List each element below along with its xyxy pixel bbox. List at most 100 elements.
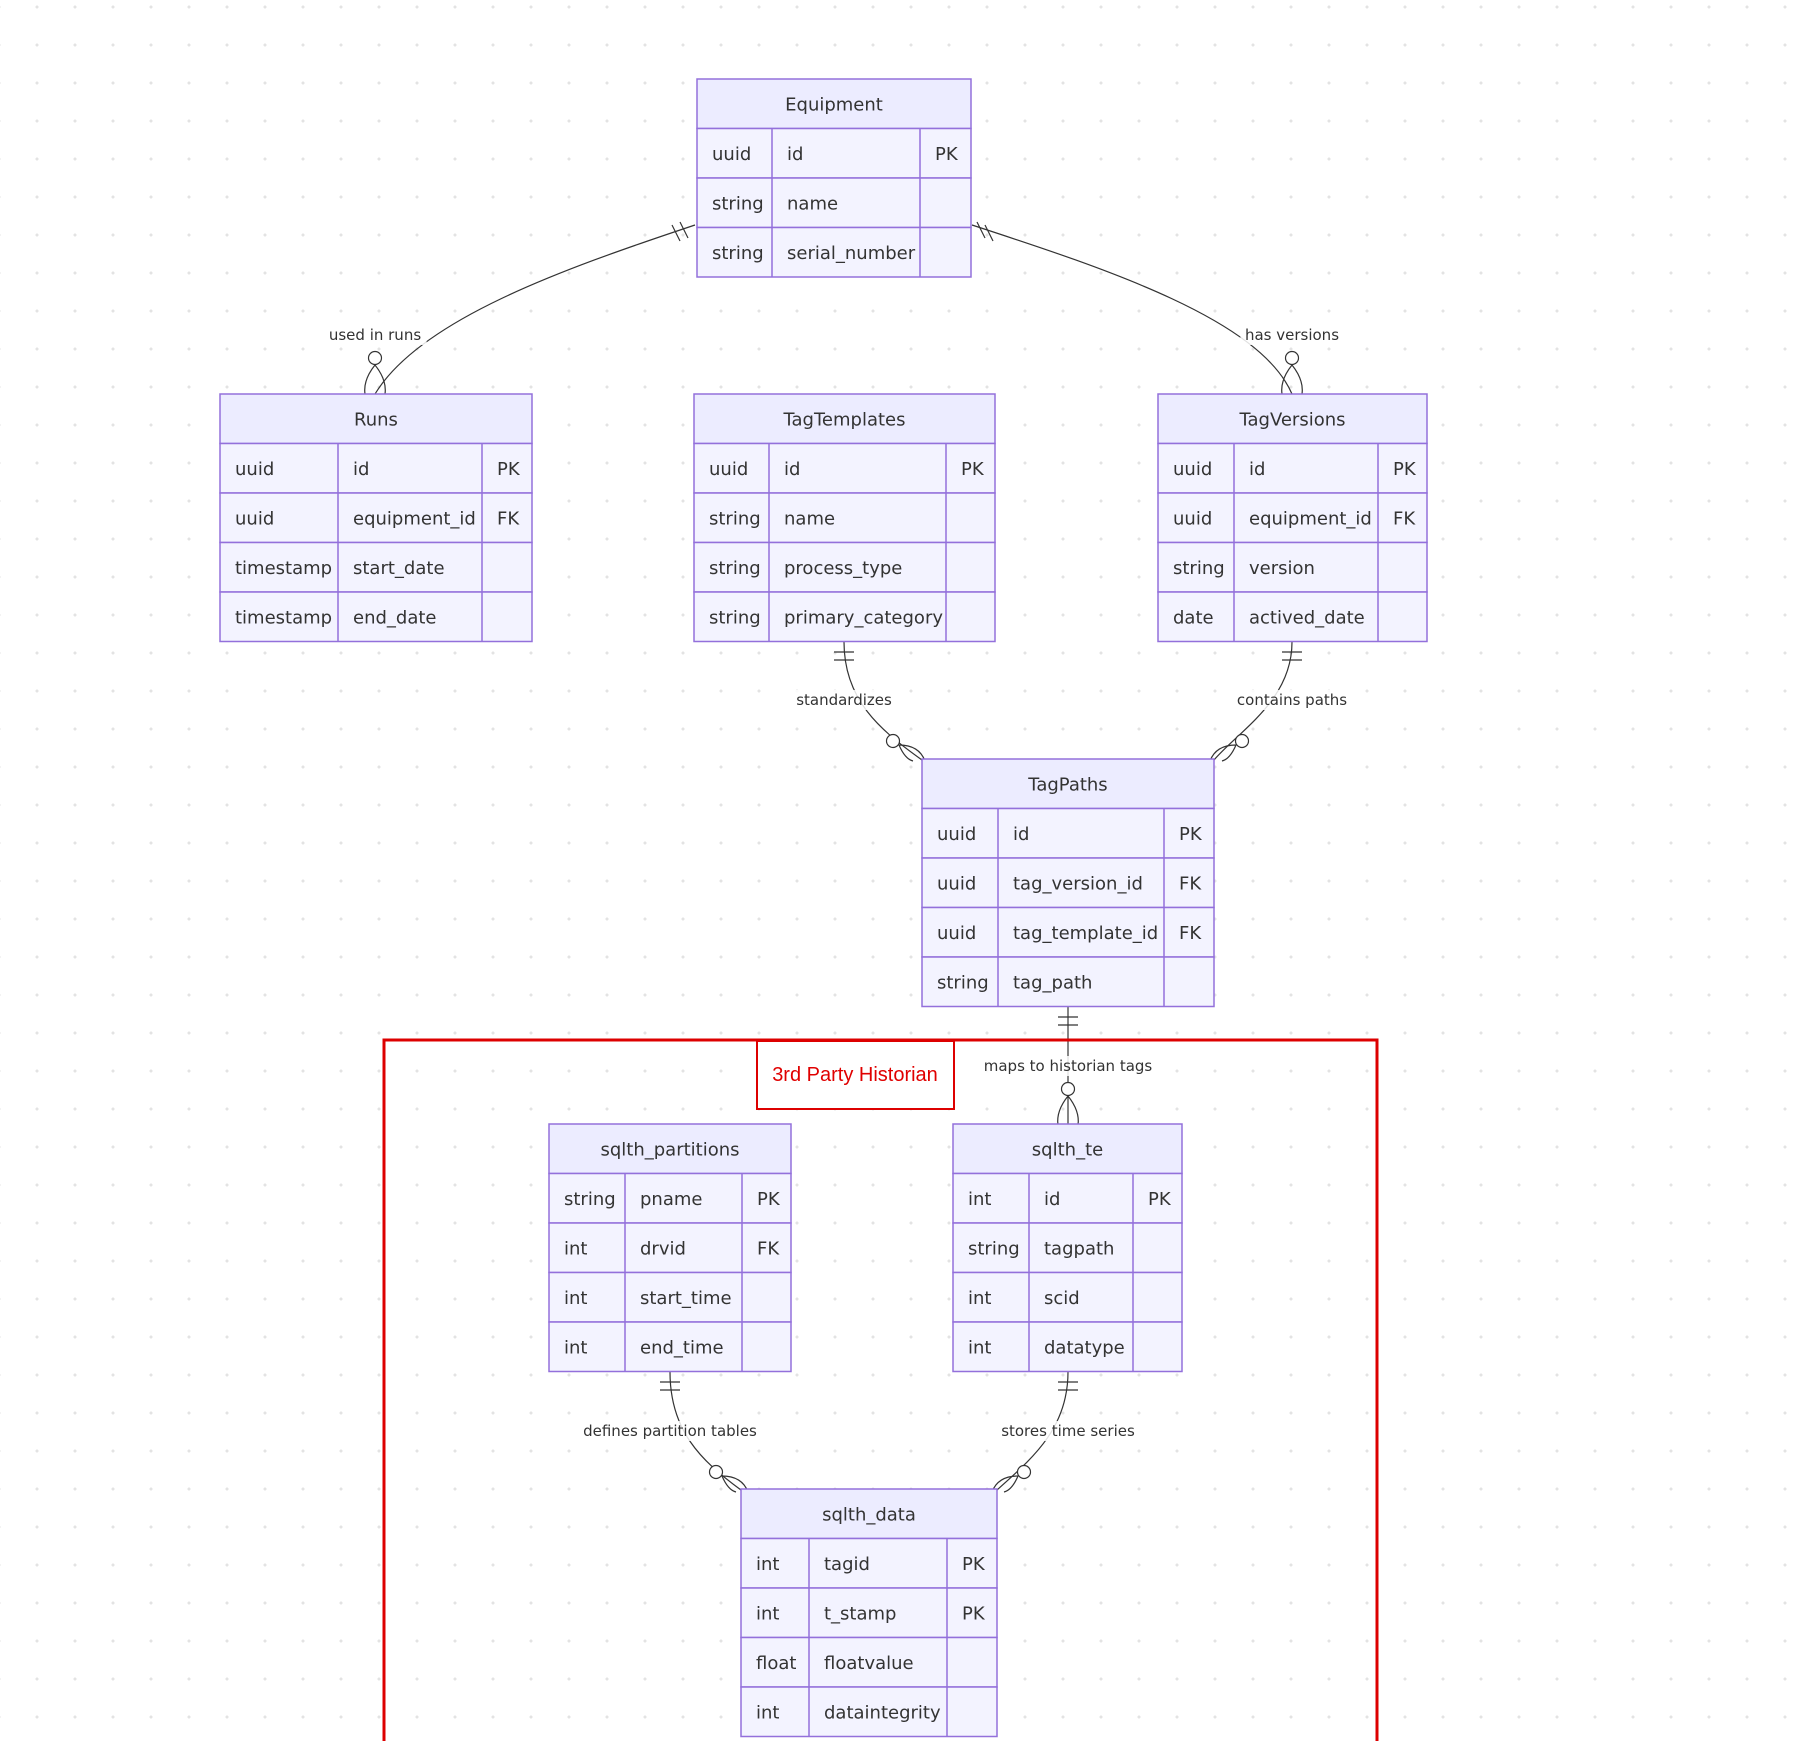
attribute-name: start_date <box>353 558 445 579</box>
relationship-equipment-runs <box>364 221 696 395</box>
attribute-type: int <box>564 1288 587 1309</box>
cardinality-zero-mark <box>1284 350 1300 366</box>
relationship-label-sqlth_partitions-sqlth_data: defines partition tables <box>569 1421 771 1441</box>
attribute-type: timestamp <box>235 607 332 628</box>
cardinality-zero-mark <box>1060 1081 1076 1097</box>
cardinality-zero-mark <box>367 350 383 366</box>
attribute-name: id <box>787 144 803 165</box>
attribute-name: datatype <box>1044 1337 1125 1358</box>
attribute-key: PK <box>935 144 959 165</box>
attribute-name: process_type <box>784 558 902 579</box>
attribute-row <box>693 541 996 593</box>
attribute-type: uuid <box>235 508 274 529</box>
attribute-row <box>548 1172 792 1224</box>
attribute-key: FK <box>497 508 520 529</box>
relationship-label-sqlth_te-sqlth_data: stores time series <box>992 1421 1144 1441</box>
relationship-label-equipment-tagversions: has versions <box>1240 325 1344 345</box>
relationship-line <box>669 1371 742 1491</box>
attribute-name: end_date <box>353 607 437 628</box>
relationship-label: has versions <box>1245 326 1339 344</box>
attribute-key: PK <box>497 459 521 480</box>
relationship-line <box>1213 641 1293 761</box>
cardinality-one-mark <box>976 221 986 239</box>
attribute-name: equipment_id <box>1249 508 1372 529</box>
attribute-name: scid <box>1044 1288 1080 1309</box>
attribute-name: primary_category <box>784 607 943 628</box>
entity-header <box>548 1123 792 1175</box>
attribute-row <box>1157 591 1428 643</box>
relationship-label-bg <box>792 690 896 710</box>
attribute-row <box>548 1321 792 1373</box>
cardinality-many-mark <box>364 364 386 395</box>
attribute-type: uuid <box>235 459 274 480</box>
attribute-row <box>219 442 533 494</box>
attribute-row <box>1157 442 1428 494</box>
attribute-row <box>219 541 533 593</box>
entity-header <box>740 1488 998 1540</box>
attribute-type: string <box>712 243 764 264</box>
attribute-row <box>548 1271 792 1323</box>
entity-title: TagPaths <box>1027 774 1107 795</box>
entity-title: sqlth_partitions <box>600 1139 739 1160</box>
relationship-label-equipment-runs: used in runs <box>323 325 427 345</box>
historian-group: 3rd Party Historian <box>382 1038 1379 1741</box>
attribute-row <box>952 1321 1183 1373</box>
attribute-key: PK <box>757 1189 781 1210</box>
attribute-row <box>548 1222 792 1274</box>
attribute-name: id <box>1013 824 1029 845</box>
attribute-row <box>219 591 533 643</box>
attribute-key: PK <box>1148 1189 1172 1210</box>
attribute-name: tag_template_id <box>1013 923 1158 944</box>
attribute-name: floatvalue <box>824 1653 914 1674</box>
entity-header <box>921 758 1215 810</box>
entity-header <box>952 1123 1183 1175</box>
attribute-key: PK <box>1179 824 1203 845</box>
attribute-name: serial_number <box>787 243 916 264</box>
entity-title: sqlth_data <box>822 1504 916 1525</box>
attribute-type: uuid <box>937 873 976 894</box>
attribute-name: t_stamp <box>824 1603 896 1624</box>
attribute-row <box>740 1636 998 1688</box>
relationship-label-bg <box>975 1056 1161 1076</box>
cardinality-many-mark <box>1281 364 1303 395</box>
relationship-label-bg <box>323 325 427 345</box>
attribute-type: int <box>756 1603 779 1624</box>
attribute-type: string <box>709 607 761 628</box>
attribute-row <box>921 857 1215 909</box>
attribute-type: int <box>564 1337 587 1358</box>
attribute-row <box>693 591 996 643</box>
attribute-type: int <box>968 1288 991 1309</box>
relationship-label-tagtemplates-tagpaths: standardizes <box>792 690 896 710</box>
relationship-tagversions-tagpaths <box>1209 641 1302 762</box>
relationship-label-tagversions-tagpaths: contains paths <box>1232 690 1352 710</box>
relationship-line <box>996 1371 1069 1491</box>
relationship-sqlth_te-sqlth_data <box>991 1371 1078 1493</box>
relationship-label-bg <box>569 1421 771 1441</box>
historian-group-title-box <box>756 1040 955 1110</box>
cardinality-many-mark <box>1057 1095 1079 1126</box>
attribute-row <box>921 807 1215 859</box>
attribute-type: uuid <box>937 923 976 944</box>
attribute-key: FK <box>1179 923 1202 944</box>
relationship-line <box>971 224 1293 395</box>
attribute-key: PK <box>962 1554 986 1575</box>
attribute-name: pname <box>640 1189 702 1210</box>
relationship-label: used in runs <box>329 326 421 344</box>
attribute-type: int <box>756 1554 779 1575</box>
attribute-name: id <box>353 459 369 480</box>
attribute-type: uuid <box>937 824 976 845</box>
relationship-label: maps to historian tags <box>984 1057 1153 1075</box>
attribute-type: uuid <box>709 459 748 480</box>
entity-header <box>219 393 533 445</box>
attribute-key: FK <box>757 1238 780 1259</box>
